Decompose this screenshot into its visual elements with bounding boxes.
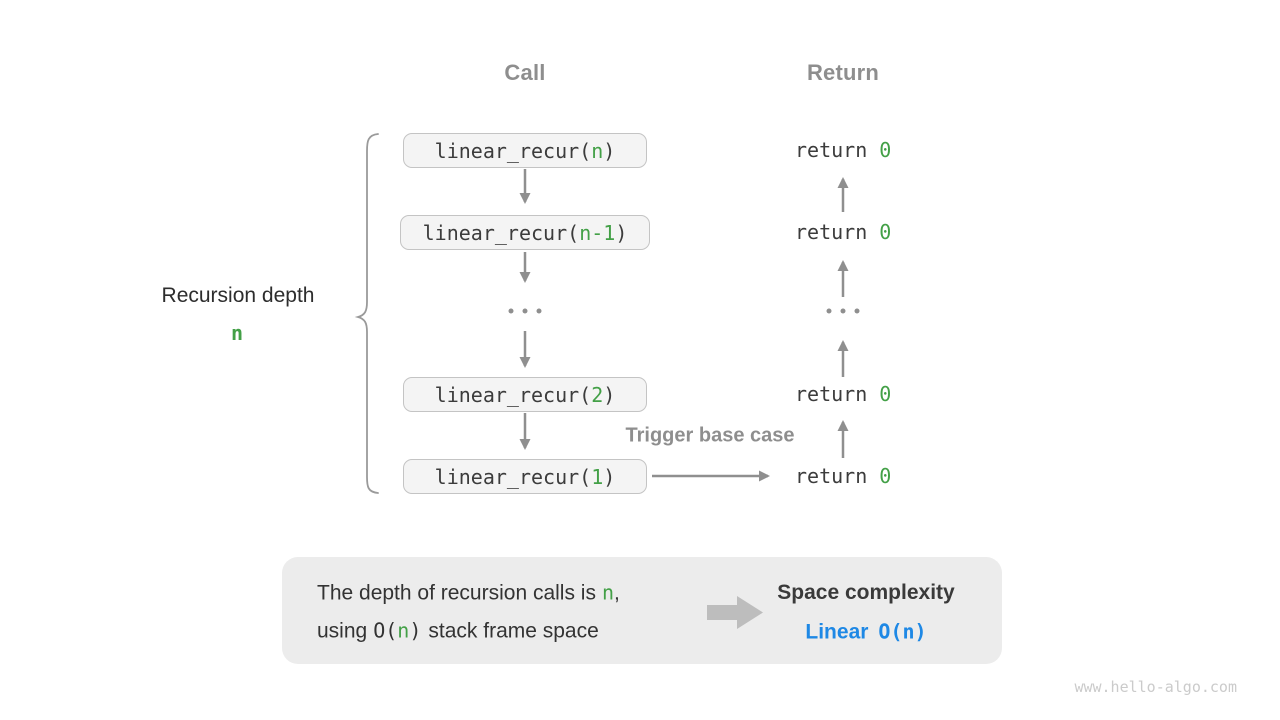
code-text: ) [603, 138, 616, 163]
summary-punct: , [614, 581, 620, 605]
call-box-n: linear_recur(n) [403, 133, 647, 168]
return-row: return 0 [795, 220, 891, 244]
return-keyword: return [795, 464, 868, 488]
recursion-depth-value: n [230, 321, 244, 345]
recursion-depth-brace [354, 133, 379, 494]
return-value: 0 [879, 220, 892, 244]
return-keyword: return [795, 138, 868, 162]
space-complexity-title: Space complexity [777, 581, 955, 604]
return-value: 0 [879, 464, 892, 488]
ellipsis-dot [840, 308, 846, 314]
code-arg: 1 [591, 464, 604, 489]
code-arg: 2 [591, 382, 604, 407]
summary-var: n [601, 580, 615, 605]
recursion-depth-label: Recursion depth [161, 284, 315, 307]
return-column-header: Return [806, 60, 880, 85]
code-text: ) [603, 464, 616, 489]
code-text: ) [603, 382, 616, 407]
implies-arrow-icon [707, 596, 763, 629]
summary-var: n [397, 618, 410, 643]
space-complexity-value: Linear O(n) [805, 620, 926, 645]
complexity-word: Linear [805, 620, 869, 644]
call-box-1: linear_recur(1) [403, 459, 647, 494]
call-column-ellipsis [508, 308, 542, 314]
return-row: return 0 [795, 464, 891, 488]
code-text: linear_recur( [434, 138, 592, 163]
return-value: 0 [879, 382, 892, 406]
call-box-2: linear_recur(2) [403, 377, 647, 412]
ellipsis-dot [854, 308, 860, 314]
summary-code-open: O( [373, 618, 398, 643]
summary-text: using [317, 619, 368, 643]
return-keyword: return [795, 382, 868, 406]
code-text: linear_recur( [422, 220, 580, 245]
code-text: ) [615, 220, 628, 245]
code-text: linear_recur( [434, 382, 592, 407]
ellipsis-dot [826, 308, 832, 314]
summary-text: stack frame space [428, 619, 599, 643]
ellipsis-dot [508, 308, 514, 314]
trigger-base-case-label: Trigger base case [625, 424, 795, 447]
watermark: www.hello-algo.com [1074, 678, 1237, 696]
return-value: 0 [879, 138, 892, 162]
call-column-header: Call [504, 60, 546, 85]
code-arg: n-1 [579, 220, 616, 245]
return-row: return 0 [795, 382, 891, 406]
ellipsis-dot [522, 308, 528, 314]
ellipsis-dot [536, 308, 542, 314]
code-text: linear_recur( [434, 464, 592, 489]
summary-code-close: ) [409, 618, 422, 643]
complexity-code: O(n) [878, 619, 927, 644]
call-box-n-1: linear_recur(n-1) [400, 215, 650, 250]
return-row: return 0 [795, 138, 891, 162]
return-column-ellipsis [826, 308, 860, 314]
return-keyword: return [795, 220, 868, 244]
code-arg: n [591, 138, 604, 163]
summary-text: The depth of recursion calls is [317, 581, 596, 605]
